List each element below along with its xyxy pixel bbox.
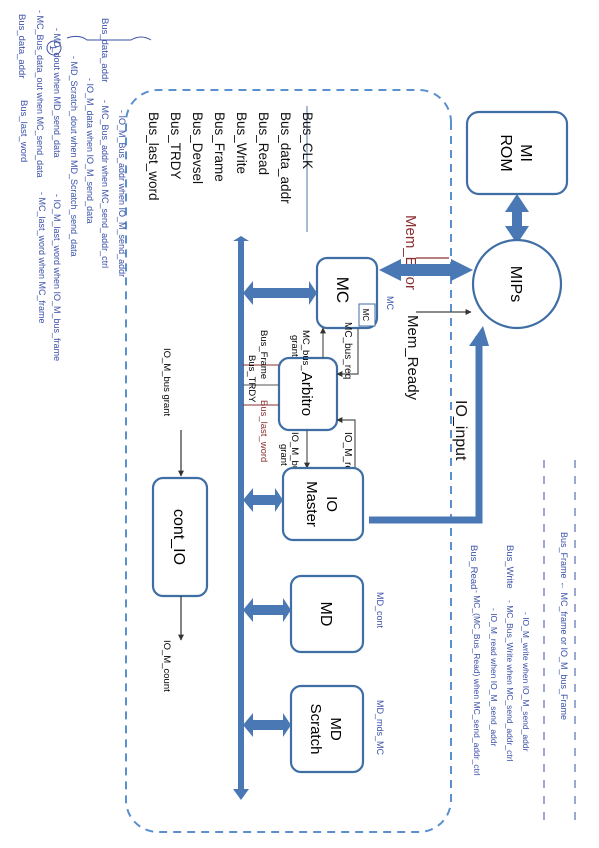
note-item: - IO_M_write when IO_M_send_addr xyxy=(521,612,531,752)
note-item: - MC_Bus_addr when MC_send_addr_ctrl xyxy=(100,100,110,268)
mi-rom-label: ROM xyxy=(497,134,514,171)
io-master-label: IO xyxy=(323,496,340,512)
circled-number-icon xyxy=(46,40,62,56)
rom-mips-arrow xyxy=(505,194,529,244)
mc-bus-req-line xyxy=(336,328,359,377)
bus-legend-item: Bus_data_addr xyxy=(278,112,293,204)
cont-io-label: cont_IO xyxy=(170,509,187,565)
arbitro-label: Arbitro xyxy=(298,372,315,416)
bus-legend-item: Bus_Frame xyxy=(212,112,227,182)
mc-label: MC xyxy=(333,277,352,303)
mc-small-label: MC xyxy=(361,309,370,322)
mc-bus-grant-label: MC_bus_ xyxy=(300,330,311,371)
note-item: - MC_last_word when MC_frame xyxy=(37,192,47,324)
io-master-block xyxy=(281,466,365,542)
md-bus-link xyxy=(243,598,291,622)
io-m-req-label: IO_M_req xyxy=(342,432,353,476)
cont-io-block xyxy=(151,476,209,598)
io-input-arrowhead-mips xyxy=(469,326,489,346)
main-bus xyxy=(233,236,249,800)
note-label: Bus_data_addr xyxy=(16,14,27,78)
note-brace xyxy=(66,35,152,41)
notes-bus-read-write: Bus_Read - MC_(MC_Bus_Read) when MC_send… xyxy=(468,460,576,820)
io-m-bus-grant-in-label: IO_M_bus grant xyxy=(161,348,172,416)
md-block xyxy=(289,574,365,654)
md-scratch-bus-link xyxy=(243,713,291,737)
md-scratch-label: Scratch xyxy=(307,704,324,755)
mem-ready-label: Mem_Ready xyxy=(404,315,421,401)
notes-bus-last-word: Bus_last_word - MC_last_word when MC_fra… xyxy=(18,100,62,361)
bus-legend-item: Bus_Read xyxy=(256,112,271,175)
bus-legend: Bus_CLK Bus_data_addr Bus_Read Bus_Write… xyxy=(146,112,315,204)
md-label: MD xyxy=(317,602,334,627)
io-m-req-line xyxy=(336,417,356,468)
bus-legend-item: Bus_CLK xyxy=(300,112,315,169)
md-scratch-label: MD xyxy=(327,717,344,740)
bus-legend-item: Bus_TRDY xyxy=(168,112,183,180)
bus-legend-item: Bus_Write xyxy=(234,112,249,174)
note-label: Bus_last_word xyxy=(18,100,29,162)
note-item: - MD_Scratch_dout when MD_Scratch_send_d… xyxy=(69,56,79,257)
bus-legend-item: Bus_Devsel xyxy=(190,112,205,184)
note-frame: Bus_Frame ← MC_frame or IO_M_bus_Frame xyxy=(559,532,569,720)
mc-bus-link xyxy=(243,281,317,305)
bus-frame-label: Bus_Frame xyxy=(258,330,269,379)
mc-mips-arrow xyxy=(379,259,473,281)
circled-number: 1 xyxy=(48,45,58,50)
note-item: - IO_M_read when IO_M_send_addr xyxy=(489,608,499,747)
mc-bus-grant-label: grant xyxy=(289,335,300,357)
rotated-diagram: Bus_CLK Bus_data_addr Bus_Read Bus_Write… xyxy=(16,10,576,833)
notes-bus-data-addr: Bus_data_addr 1 - MC_Bus_data_out when M… xyxy=(16,10,152,277)
note-item: - IO_M_last_word when IO_M_bus_frame xyxy=(52,194,62,361)
note-item: - MC_Bus_data_out when MC_send_data xyxy=(35,10,45,178)
note-item: - MD_dout when MD_send_data xyxy=(52,28,62,158)
io-m-bus-grant-label: IO_M_bus_ xyxy=(289,432,300,482)
note-item: - MC_Bus_Write when MC_send_addr_ctrl xyxy=(505,600,515,762)
mips-label: MIPs xyxy=(507,266,524,302)
handwritten-md-tag: MD_cont xyxy=(375,592,385,629)
handwritten-md-scratch-tag: MD_mds_MC xyxy=(375,700,385,756)
note-label: Bus_data_addr xyxy=(99,18,110,82)
note-item: - IO_M_data when IO_M_send_data xyxy=(85,78,95,224)
mem-error-label: Mem_Error xyxy=(402,215,419,290)
note-label: Bus_Read xyxy=(468,545,479,589)
bus-trdy-label: Bus_TRDY xyxy=(246,355,257,403)
bus-system-boundary xyxy=(125,89,452,833)
mc-small-tag xyxy=(358,303,376,327)
bus-last-word-label: Bus_last_word xyxy=(258,400,269,462)
note-label: Bus_Write xyxy=(504,545,515,589)
mi-rom-block xyxy=(465,110,569,196)
io-m-count-label: IO_M_count xyxy=(161,640,172,692)
bus-legend-item: Bus_last_word xyxy=(146,112,161,201)
io-input-label: IO_input xyxy=(452,400,469,461)
mi-rom-label: MI xyxy=(517,144,534,162)
io-master-bus-link xyxy=(243,488,283,512)
handwritten-mc-tag: MC xyxy=(385,296,395,310)
md-scratch-block xyxy=(289,684,365,774)
mips-processor xyxy=(471,238,563,330)
io-master-label: Master xyxy=(303,481,320,527)
io-m-bus-grant-label: grant xyxy=(278,444,289,466)
note-item: - IO_M_Bus_addr when IO_M_send_addr xyxy=(117,110,127,277)
arbitro-block xyxy=(277,356,339,432)
mc-bus-req-label: MC_bus_req xyxy=(342,322,353,379)
note-item: - MC_(MC_Bus_Read) when MC_send_addr_ctr… xyxy=(472,590,482,776)
